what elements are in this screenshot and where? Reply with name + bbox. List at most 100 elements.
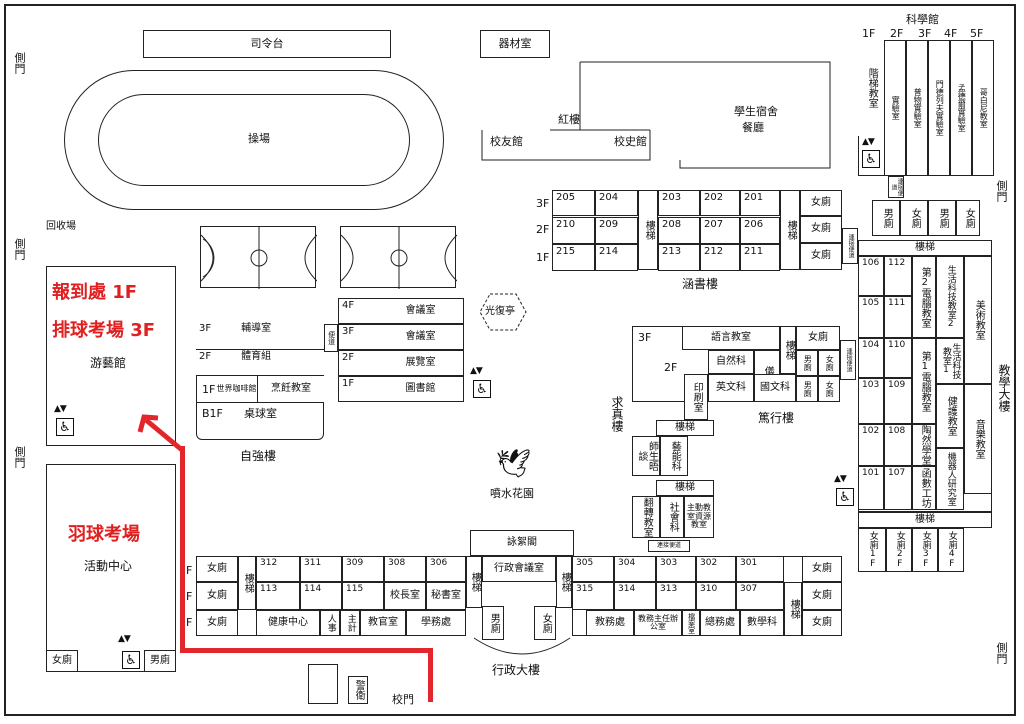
archive-room: 檔案室: [682, 610, 700, 636]
education-office: 教官室: [360, 610, 406, 636]
health-class: 健護教室: [936, 384, 964, 448]
mens-room: 男廁: [144, 650, 176, 672]
dorm-label: 學生宿舍: [734, 105, 778, 118]
hanshu-connector: 連接便道: [842, 228, 858, 264]
personnel-office: 人事: [320, 610, 340, 636]
checkin-label: 報到處 1F: [52, 282, 138, 303]
womens-2f: 女廁2F: [886, 528, 912, 572]
classroom: 202: [700, 190, 740, 216]
classroom: 205: [552, 190, 595, 216]
duxing-2f: 2F: [664, 361, 678, 374]
womens-room: 女廁: [800, 216, 842, 243]
admin-right-stairs: 樓梯: [784, 582, 802, 636]
classroom: 108: [884, 424, 912, 466]
science-dept: 自然科: [708, 350, 754, 374]
english-dept: 英文科: [708, 374, 754, 402]
flip-class: 翻轉教室: [632, 496, 660, 538]
womens-room: 女廁: [802, 610, 842, 636]
route-segment: [180, 648, 433, 653]
basketball-court: [200, 226, 317, 289]
womens-room: 女廁: [818, 350, 840, 376]
sci-col-2: 實驗室: [884, 40, 906, 176]
accessibility-icon: ♿: [56, 418, 74, 436]
hanshu-2f: 2F: [536, 223, 550, 236]
floor-label: F: [186, 590, 193, 603]
admin-stairs-left: 樓梯: [466, 556, 482, 608]
classroom: 306: [426, 556, 466, 582]
pavilion-label: 光復亭: [485, 306, 515, 317]
classroom: 115: [342, 582, 384, 610]
classroom: 203: [658, 190, 700, 216]
dining-label: 餐廳: [742, 121, 764, 134]
classroom: 301: [736, 556, 784, 582]
classroom: 105: [858, 296, 884, 338]
womens-3f: 女廁3F: [912, 528, 938, 572]
side-gate-label: 側門: [13, 446, 26, 468]
classroom: 313: [656, 582, 696, 610]
classroom: 315: [572, 582, 614, 610]
qiuzhen-stairs-2: 樓梯: [656, 480, 714, 496]
computer-room-2: 第2電腦教室: [912, 256, 936, 338]
admin-meeting-room: 行政會議室: [482, 556, 556, 582]
duxing-label: 篤行樓: [758, 411, 795, 425]
map-frame: [4, 4, 1016, 716]
hanshu-3f: 3F: [536, 197, 550, 210]
computer-room-1: 第1電腦教室: [912, 338, 936, 424]
hanshu-stairs-right: 樓梯: [780, 190, 800, 270]
math-workshop: 函數工坊: [912, 466, 936, 510]
library-room: 展覽室: [378, 350, 464, 376]
math-dept: 數學科: [740, 610, 784, 636]
womens-room: 女廁: [900, 200, 928, 236]
side-gate-label: 側門: [13, 52, 26, 74]
classroom: 114: [300, 582, 342, 610]
qiuzhen-stairs: 樓梯: [656, 420, 714, 436]
womens-room: 女廁: [800, 190, 842, 216]
classroom: 207: [700, 217, 740, 244]
principal-office: 校長室: [384, 582, 426, 610]
duxing-connector: 連接便道: [840, 340, 856, 380]
podium: 司令台: [143, 30, 391, 58]
classroom: 304: [614, 556, 656, 582]
admin-arc: [473, 637, 571, 655]
classroom: 311: [300, 556, 342, 582]
classroom: 204: [595, 190, 638, 216]
classroom: 312: [256, 556, 300, 582]
classroom: 314: [614, 582, 656, 610]
womens-room: 女廁: [196, 556, 238, 582]
admin-building-label: 行政大樓: [492, 663, 541, 677]
bird-logo-icon: 🕊: [496, 447, 532, 480]
library-room: 圖書館: [378, 376, 464, 402]
classroom: 101: [858, 466, 884, 510]
floor-label: F: [186, 564, 193, 577]
teaching-stairs-top: 樓梯: [858, 240, 992, 256]
library-floor: 4F: [338, 298, 378, 324]
world-cafe: 世界咖啡館: [216, 376, 258, 402]
teaching-director-office: 教務主任辦公室: [634, 610, 682, 636]
classroom: 208: [658, 217, 700, 244]
mens-room: 男廁: [482, 606, 504, 640]
connector-path: 連接便道: [648, 540, 690, 552]
womens-4f: 女廁4F: [938, 528, 964, 572]
classroom: 214: [595, 244, 638, 271]
sci-connector: 連接便道: [888, 176, 904, 198]
classroom: 201: [740, 190, 780, 216]
life-tech-2: 生活科技教室2: [936, 256, 964, 338]
route-segment: [428, 650, 433, 702]
teaching-affairs: 教務處: [586, 610, 634, 636]
hanshu-1f: 1F: [536, 251, 550, 264]
library-floor: 2F: [338, 350, 378, 376]
secretary-office: 秘書室: [426, 582, 466, 610]
main-gate-label: 校門: [392, 693, 414, 706]
field-label: 操場: [248, 132, 270, 145]
mens-room: 男廁: [796, 376, 818, 402]
library-floor: 1F: [338, 376, 378, 402]
library-room: 會議室: [378, 298, 464, 324]
classroom: 104: [858, 338, 884, 378]
classroom: 106: [858, 256, 884, 296]
sci-floor-4f: 4F: [944, 27, 958, 40]
history-hall-label: 校史館: [614, 135, 647, 148]
classroom: 212: [700, 244, 740, 271]
accessibility-icon: ♿: [473, 380, 491, 398]
academic-affairs: 學務處: [406, 610, 466, 636]
general-affairs: 總務處: [700, 610, 740, 636]
